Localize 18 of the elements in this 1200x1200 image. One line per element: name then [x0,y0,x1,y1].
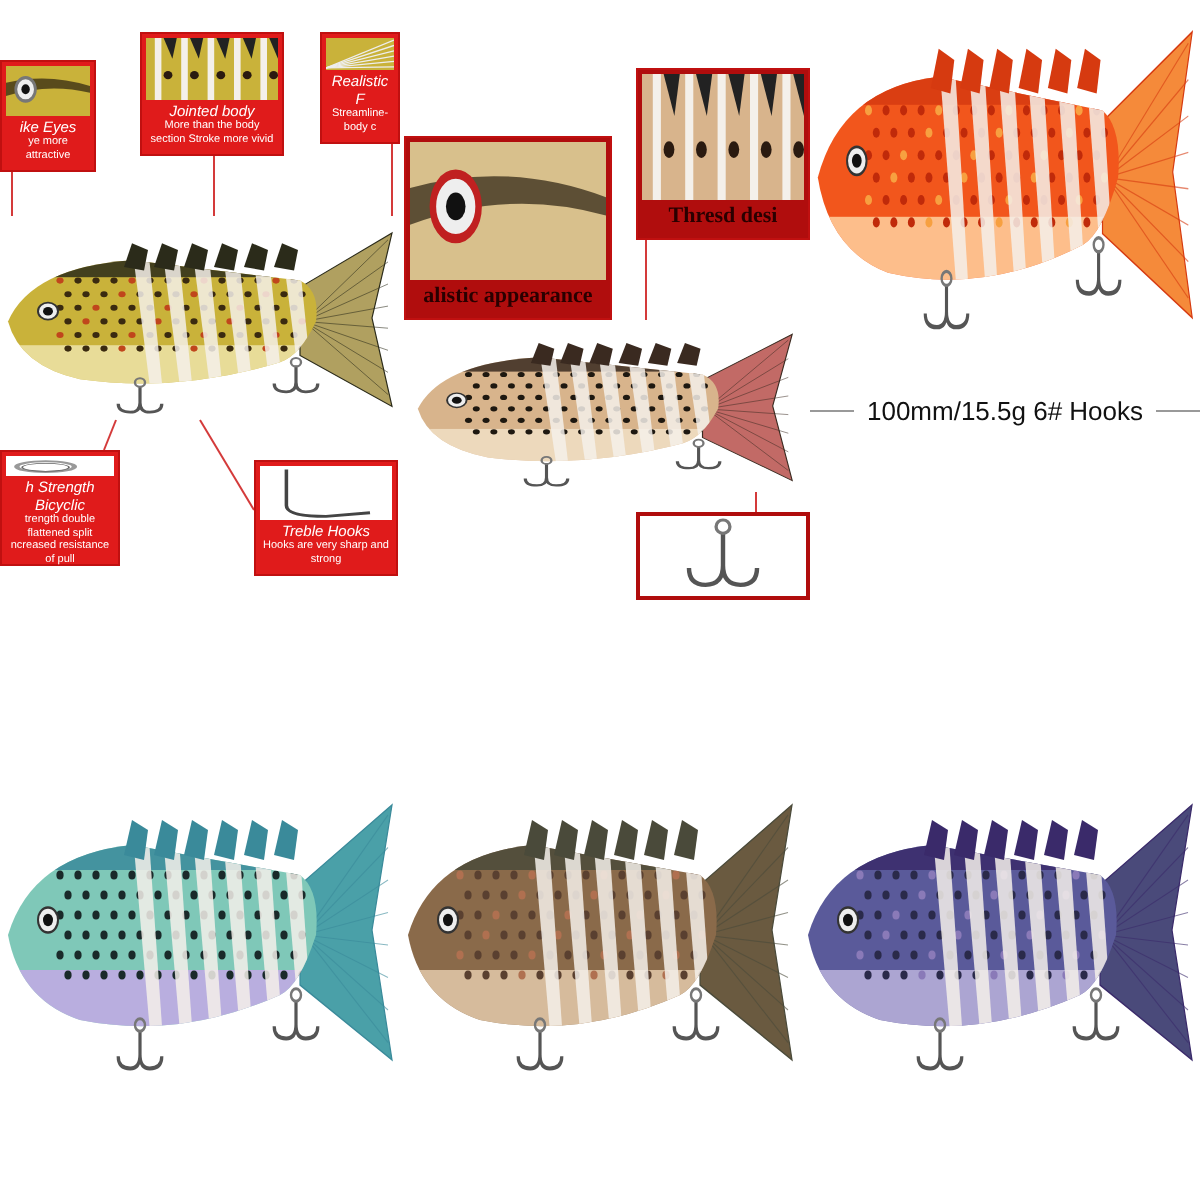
callout-box [320,32,400,144]
leader-line [103,419,117,451]
callout-title: alistic appearance [421,282,595,310]
leader-line [755,491,757,513]
callout-box [0,60,96,172]
leader-line [11,171,13,217]
hook-inset-picture [636,512,810,600]
callout-box [140,32,284,156]
leader-line [213,155,215,217]
leader-line [199,419,255,511]
size-label: 100mm/15.5g 6# Hooks [864,396,1146,426]
callout-title: Thresd desi [666,202,780,230]
callout-box [404,136,612,320]
callout-box [636,68,810,240]
leader-line [645,239,647,321]
callout-box [254,460,398,576]
leader-line [391,143,393,217]
callout-box [0,450,120,566]
